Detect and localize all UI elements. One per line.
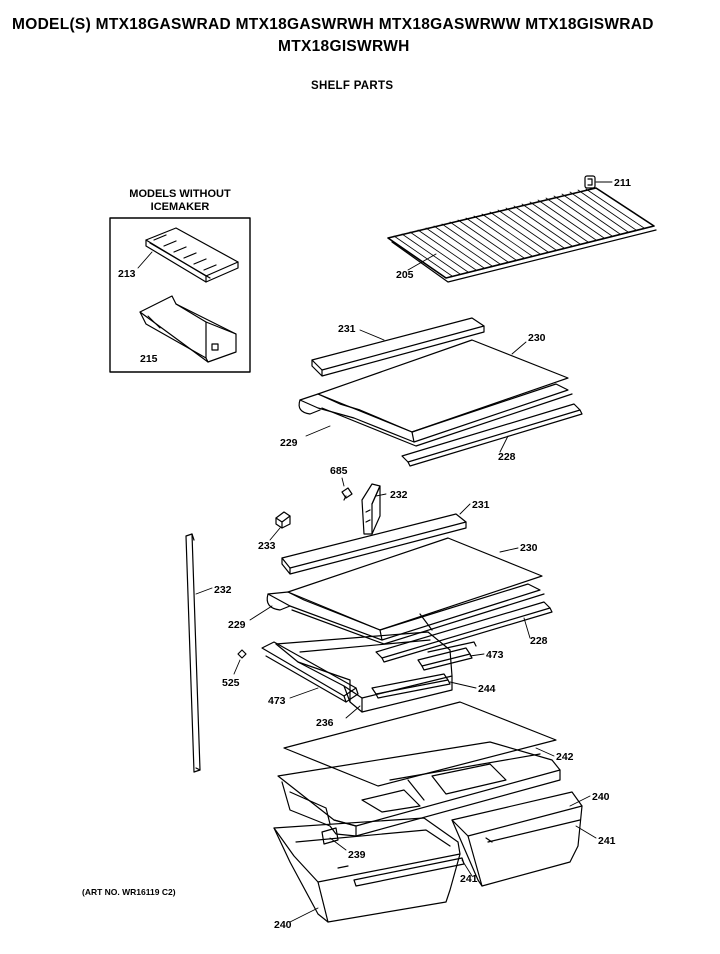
slide-473-left: [261, 641, 359, 703]
crisper-cover-frame: [277, 741, 561, 837]
callout-230-lower: 230: [520, 542, 538, 554]
callout-228-upper: 228: [498, 451, 516, 463]
callout-241-right: 241: [598, 835, 616, 847]
bracket-232-upper: [361, 483, 381, 535]
models-title-line-2: MTX18GISWRWH: [278, 38, 410, 55]
crisper-drawer-240-right: [451, 791, 583, 887]
slide-473-right: [417, 641, 477, 671]
trim-231-lower: [281, 513, 467, 575]
crisper-glass-242: [283, 701, 557, 787]
callout-215: 215: [140, 353, 158, 365]
cover-frame-236: [275, 631, 453, 713]
callout-239: 239: [348, 849, 366, 861]
trim-231-upper: [311, 317, 485, 377]
callout-473-left: 473: [268, 695, 286, 707]
ice-tray-213: [145, 227, 239, 283]
inset-caption-line-1: MODELS WITHOUT: [129, 188, 231, 200]
models-title-line-1: MODEL(S) MTX18GASWRAD MTX18GASWRWH MTX18…: [12, 16, 654, 33]
callout-525: 525: [222, 677, 240, 689]
inset-box: [109, 217, 251, 373]
rail-228-lower: [375, 601, 553, 663]
screw-525: [237, 649, 247, 659]
callout-233: 233: [258, 540, 276, 552]
art-number: (ART NO. WR16119 C2): [82, 887, 176, 897]
callout-232-long: 232: [214, 584, 232, 596]
callout-244: 244: [478, 683, 496, 695]
callout-211: 211: [614, 177, 631, 189]
callout-685: 685: [330, 465, 348, 477]
roller-239: [321, 827, 339, 845]
clip-233: [275, 511, 291, 529]
inset-caption: MODELS WITHOUT ICEMAKER: [110, 188, 250, 214]
clip-211: [584, 175, 596, 189]
callout-231-upper: 231: [338, 323, 356, 335]
callout-229-lower: 229: [228, 619, 246, 631]
callout-213: 213: [118, 268, 136, 280]
leader-lines: [137, 181, 613, 923]
callout-236: 236: [316, 717, 334, 729]
slide-244: [371, 673, 451, 699]
callout-240-left: 240: [274, 919, 292, 931]
callout-231-lower: 231: [472, 499, 490, 511]
callout-205: 205: [396, 269, 414, 281]
callout-473-right: 473: [486, 649, 504, 661]
bracket-232-long: [185, 533, 201, 773]
callout-228-lower: 228: [530, 635, 548, 647]
callout-230-upper: 230: [528, 332, 546, 344]
callout-232-upper: 232: [390, 489, 408, 501]
crisper-drawer-240-left: [273, 817, 465, 923]
wire-shelf-205: [387, 187, 657, 283]
section-title: SHELF PARTS: [311, 80, 394, 92]
callout-242: 242: [556, 751, 574, 763]
ice-bin-215: [139, 295, 237, 363]
callout-240-right: 240: [592, 791, 610, 803]
rail-228-upper: [401, 403, 583, 467]
shelf-frame-229-upper: [298, 383, 573, 447]
screw-685: [341, 487, 353, 501]
glass-shelf-230-lower: [287, 537, 543, 631]
callout-241-left: 241: [460, 873, 478, 885]
inset-caption-line-2: ICEMAKER: [150, 201, 210, 213]
callout-229-upper: 229: [280, 437, 298, 449]
